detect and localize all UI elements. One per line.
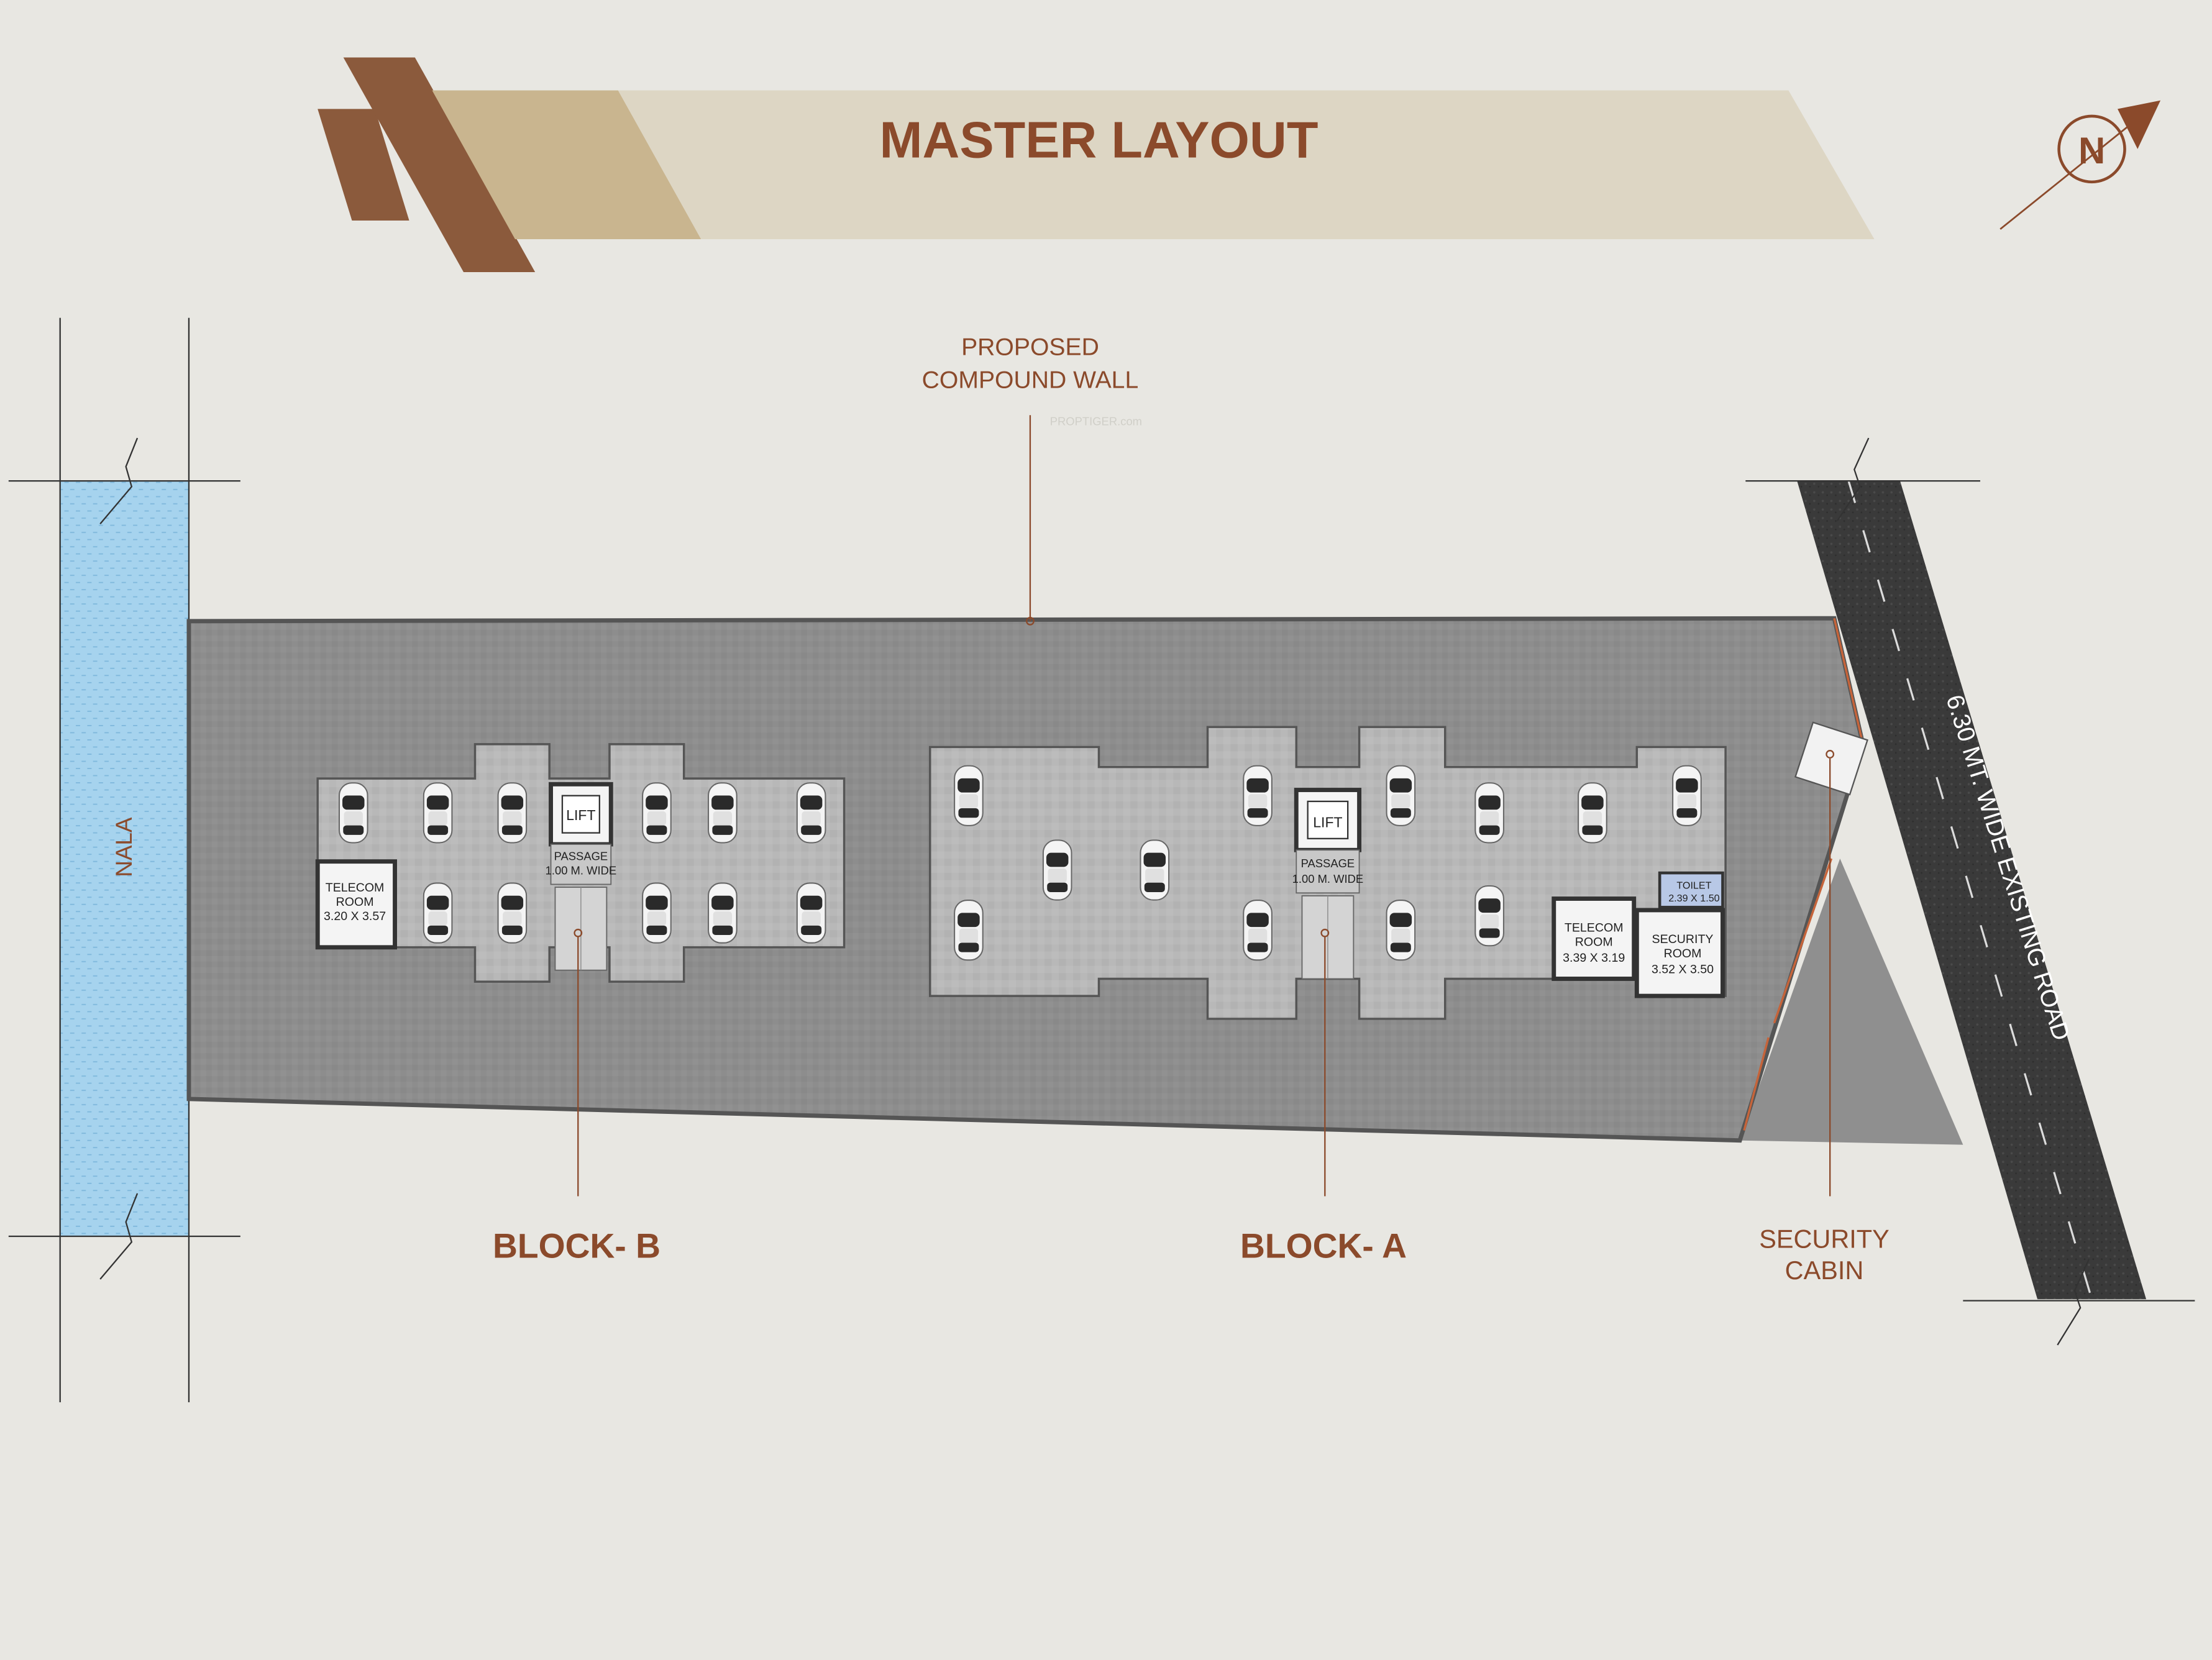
block-b-label: BLOCK- B — [493, 1227, 660, 1266]
security-cabin — [1794, 721, 1868, 796]
block-b-lift: LIFT — [549, 782, 613, 847]
car-icon — [1042, 839, 1072, 901]
svg-text:PASSAGE: PASSAGE — [1301, 857, 1355, 870]
block-b-callout: BLOCK- B — [493, 936, 660, 1266]
car-icon — [1386, 765, 1416, 827]
break-line-icon — [2057, 1259, 2090, 1346]
security-cabin-label-2: CABIN — [1785, 1256, 1864, 1285]
block-a: LIFT PASSAGE 1.00 M. WIDE TELECOM ROOM 3… — [929, 726, 1727, 1020]
road-surface — [1797, 481, 2147, 1300]
svg-text:1.00 M. WIDE: 1.00 M. WIDE — [1292, 872, 1364, 885]
car-icon — [796, 882, 826, 944]
banner-light-band — [618, 90, 1875, 239]
car-icon — [953, 899, 984, 961]
car-icon — [497, 882, 528, 944]
car-icon — [641, 882, 672, 944]
compass-letter: N — [2078, 130, 2105, 171]
existing-road: 6.30 MT. WIDE EXISTING ROAD — [1745, 437, 2195, 1346]
site-entrance-apron — [1740, 859, 1963, 1145]
svg-text:PASSAGE: PASSAGE — [554, 849, 608, 862]
north-compass-icon: N — [1999, 100, 2161, 230]
break-line-icon — [99, 437, 139, 524]
svg-text:3.52 X 3.50: 3.52 X 3.50 — [1652, 962, 1714, 976]
block-a-toilet: TOILET 2.39 X 1.50 — [1658, 871, 1724, 909]
car-icon — [497, 782, 528, 844]
svg-text:2.39 X 1.50: 2.39 X 1.50 — [1668, 893, 1719, 904]
road-center-line — [1847, 480, 2093, 1300]
car-icon — [1671, 765, 1702, 827]
break-line-icon — [99, 1193, 139, 1280]
block-a-passage: PASSAGE 1.00 M. WIDE — [1292, 849, 1364, 980]
security-cabin-label-1: SECURITY — [1759, 1224, 1890, 1253]
car-icon — [1386, 899, 1416, 961]
title-banner: MASTER LAYOUT — [318, 57, 1875, 272]
car-icon — [796, 782, 826, 844]
nala-channel: NALA — [8, 317, 240, 1403]
car-icon — [1474, 782, 1505, 844]
car-icon — [423, 782, 453, 844]
block-a-label: BLOCK- A — [1240, 1227, 1407, 1266]
block-b: TELECOM ROOM 3.20 X 3.57 LIFT PASSAGE 1.… — [315, 743, 846, 983]
compound-wall-label-1: PROPOSED — [961, 334, 1099, 360]
svg-text:3.20 X 3.57: 3.20 X 3.57 — [324, 910, 386, 923]
svg-text:LIFT: LIFT — [1313, 814, 1342, 830]
car-icon — [953, 765, 984, 827]
block-a-callout: BLOCK- A — [1240, 936, 1407, 1266]
car-icon — [707, 782, 738, 844]
nala-water — [60, 481, 189, 1236]
break-line-icon — [1836, 437, 1870, 522]
svg-text:ROOM: ROOM — [336, 895, 374, 909]
nala-label: NALA — [111, 817, 137, 877]
car-icon — [423, 882, 453, 944]
car-icon — [338, 782, 368, 844]
block-a-lift: LIFT — [1294, 788, 1362, 852]
banner-tan-band — [432, 90, 702, 239]
car-icon — [1577, 782, 1607, 844]
car-icon — [1243, 765, 1273, 827]
car-icon — [641, 782, 672, 844]
block-b-telecom-room: TELECOM ROOM 3.20 X 3.57 — [315, 859, 398, 950]
svg-text:ROOM: ROOM — [1575, 936, 1613, 949]
svg-text:TELECOM: TELECOM — [326, 881, 385, 895]
car-icon — [1243, 899, 1273, 961]
compound-wall-callout: PROPOSED COMPOUND WALL PROPTIGER.com — [922, 334, 1142, 626]
page-title: MASTER LAYOUT — [879, 111, 1318, 169]
security-cabin-callout: SECURITY CABIN — [1759, 758, 1890, 1285]
compound-wall-label-2: COMPOUND WALL — [922, 367, 1139, 393]
svg-text:ROOM: ROOM — [1664, 947, 1702, 960]
banner-stripe-large — [343, 57, 536, 272]
car-icon — [1474, 885, 1505, 947]
block-b-passage: PASSAGE 1.00 M. WIDE — [546, 844, 617, 971]
block-a-security-room: SECURITY ROOM 3.52 X 3.50 — [1634, 908, 1725, 998]
svg-text:SECURITY: SECURITY — [1652, 933, 1714, 946]
car-icon — [707, 882, 738, 944]
svg-text:TOILET: TOILET — [1676, 880, 1711, 891]
svg-text:LIFT: LIFT — [566, 807, 595, 823]
car-icon — [1140, 839, 1170, 901]
watermark: PROPTIGER.com — [1050, 414, 1142, 427]
svg-text:3.39 X 3.19: 3.39 X 3.19 — [1563, 951, 1625, 965]
block-a-telecom-room: TELECOM ROOM 3.39 X 3.19 — [1552, 896, 1637, 981]
svg-text:1.00 M. WIDE: 1.00 M. WIDE — [546, 864, 617, 877]
svg-text:TELECOM: TELECOM — [1565, 921, 1624, 934]
banner-stripe-small — [318, 109, 409, 221]
